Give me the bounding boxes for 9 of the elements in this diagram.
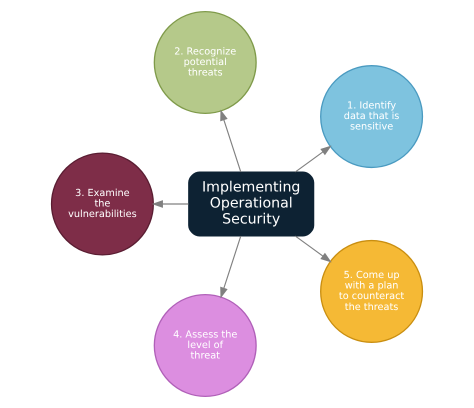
arrow [220, 236, 242, 298]
arrow [295, 236, 332, 262]
arrow [220, 110, 242, 172]
node-box: Implementing Operational Security [188, 171, 314, 237]
node-circle: 3. Examine the vulnerabilities [50, 152, 154, 256]
node-circle: 2. Recognize potential threats [154, 10, 257, 114]
arrow [295, 146, 332, 172]
arrow [152, 200, 189, 208]
node-circle: 4. Assess the level of threat [154, 294, 257, 398]
